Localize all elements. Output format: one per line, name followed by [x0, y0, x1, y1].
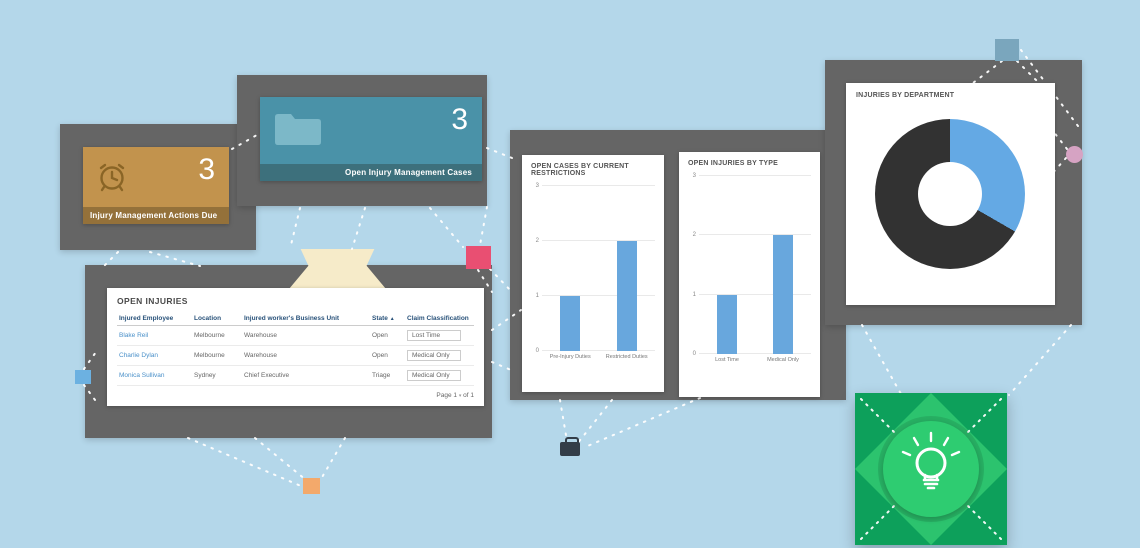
- kpi-actions-value: 3: [198, 153, 215, 186]
- cell-employee[interactable]: Charlie Dylan: [117, 345, 192, 366]
- cell-state: Open: [370, 325, 405, 346]
- donut-hole: [918, 162, 982, 226]
- cell-state: Open: [370, 345, 405, 366]
- col-header-business-unit[interactable]: Injured worker's Business Unit: [242, 312, 370, 326]
- open-injuries-title: OPEN INJURIES: [117, 296, 188, 306]
- y-tick: 0: [535, 348, 539, 354]
- gridline: [542, 295, 655, 296]
- claim-classification-box[interactable]: Lost Time: [407, 330, 461, 341]
- x-axis-labels: Lost Time Medical Only: [699, 357, 811, 363]
- col-header-location[interactable]: Location: [192, 312, 242, 326]
- cell-state: Triage: [370, 365, 405, 386]
- kpi-cases-value: 3: [451, 103, 468, 136]
- briefcase-icon: [560, 437, 580, 456]
- cell-claim: Medical Only: [405, 365, 474, 386]
- y-tick: 3: [692, 173, 696, 179]
- bar[interactable]: [773, 235, 793, 354]
- connector-node-square-orange: [303, 478, 320, 494]
- y-tick: 1: [692, 291, 696, 298]
- donut-ring[interactable]: [875, 119, 1025, 269]
- claim-classification-box[interactable]: Medical Only: [407, 370, 461, 381]
- kpi-open-cases-card[interactable]: 3 Open Injury Management Cases: [260, 97, 482, 181]
- pagination-caret-icon[interactable]: ▾: [458, 393, 462, 399]
- tip-widget[interactable]: [855, 393, 1007, 545]
- sort-asc-icon: ▲: [389, 316, 395, 322]
- y-axis: 0 1 2 3: [531, 183, 542, 354]
- y-axis: 0 1 2 3: [688, 173, 699, 357]
- tip-circle: [883, 421, 979, 517]
- chart-open-injuries-type: OPEN INJURIES BY TYPE 0 1 2 3 Lost Time Medi…: [679, 152, 820, 397]
- table-header-row: Injured Employee Location Injured worker…: [117, 312, 474, 326]
- lightbulb-icon: [901, 431, 961, 490]
- x-label: Medical Only: [767, 357, 799, 363]
- cell-location: Melbourne: [192, 325, 242, 346]
- y-tick: 2: [535, 238, 539, 244]
- cell-business-unit: Warehouse: [242, 345, 370, 366]
- connector-node-square-pink: [466, 246, 491, 269]
- cell-employee[interactable]: Monica Sullivan: [117, 365, 192, 386]
- folder-icon: [275, 114, 321, 145]
- connector-node-square-gray: [995, 39, 1019, 61]
- pagination[interactable]: Page 1 ▾ of 1: [117, 386, 474, 399]
- bar[interactable]: [717, 294, 737, 354]
- col-header-claim[interactable]: Claim Classification: [405, 312, 474, 326]
- tip-corner-lines: [860, 398, 1002, 540]
- kpi-actions-label: Injury Management Actions Due: [83, 207, 229, 224]
- alarm-clock-icon: [99, 163, 125, 192]
- chart-title: OPEN CASES BY CURRENT RESTRICTIONS: [531, 163, 629, 177]
- chart-title: INJURIES BY DEPARTMENT: [856, 92, 955, 99]
- claim-classification-box[interactable]: Medical Only: [407, 350, 461, 361]
- cell-location: Melbourne: [192, 345, 242, 366]
- connector-node-circle-pink: [1066, 146, 1083, 163]
- y-tick: 2: [692, 232, 696, 239]
- gridline: [699, 175, 811, 176]
- open-injuries-card: OPEN INJURIES Injured Employee Location …: [107, 288, 484, 406]
- cell-employee[interactable]: Blake Reil: [117, 325, 192, 346]
- gridline: [542, 185, 655, 186]
- kpi-actions-due-card[interactable]: 3 Injury Management Actions Due: [83, 147, 229, 224]
- chart-plot: [699, 175, 811, 354]
- connector-node-square-blue: [75, 370, 91, 384]
- y-tick: 0: [692, 351, 696, 357]
- bar[interactable]: [616, 241, 637, 351]
- kpi-cases-label: Open Injury Management Cases: [260, 164, 482, 181]
- gridline: [699, 353, 811, 354]
- cell-claim: Medical Only: [405, 345, 474, 366]
- gridline: [699, 293, 811, 295]
- cell-business-unit: Chief Executive: [242, 365, 370, 386]
- gridline: [542, 350, 655, 351]
- x-label: Lost Time: [715, 357, 739, 363]
- gridline: [699, 234, 811, 236]
- chart-injuries-department: INJURIES BY DEPARTMENT: [846, 83, 1055, 305]
- chart-plot: [542, 185, 655, 351]
- chart-title: OPEN INJURIES BY TYPE: [688, 160, 779, 167]
- x-label: Restricted Duties: [605, 354, 648, 360]
- y-tick: 1: [535, 293, 539, 299]
- x-axis-labels: Pre-Injury Duties Restricted Duties: [542, 354, 655, 360]
- open-injuries-table: Injured Employee Location Injured worker…: [117, 312, 474, 386]
- col-header-employee[interactable]: Injured Employee: [117, 312, 192, 326]
- pagination-page[interactable]: Page 1: [436, 392, 458, 399]
- cell-claim: Lost Time: [405, 325, 474, 346]
- bar[interactable]: [560, 296, 581, 351]
- cell-location: Sydney: [192, 365, 242, 386]
- gridline: [542, 240, 655, 241]
- col-header-state[interactable]: State ▲: [370, 312, 405, 326]
- x-label: Pre-Injury Duties: [549, 354, 591, 360]
- y-tick: 3: [535, 183, 539, 189]
- pagination-of: of 1: [463, 392, 474, 399]
- cell-business-unit: Warehouse: [242, 325, 370, 346]
